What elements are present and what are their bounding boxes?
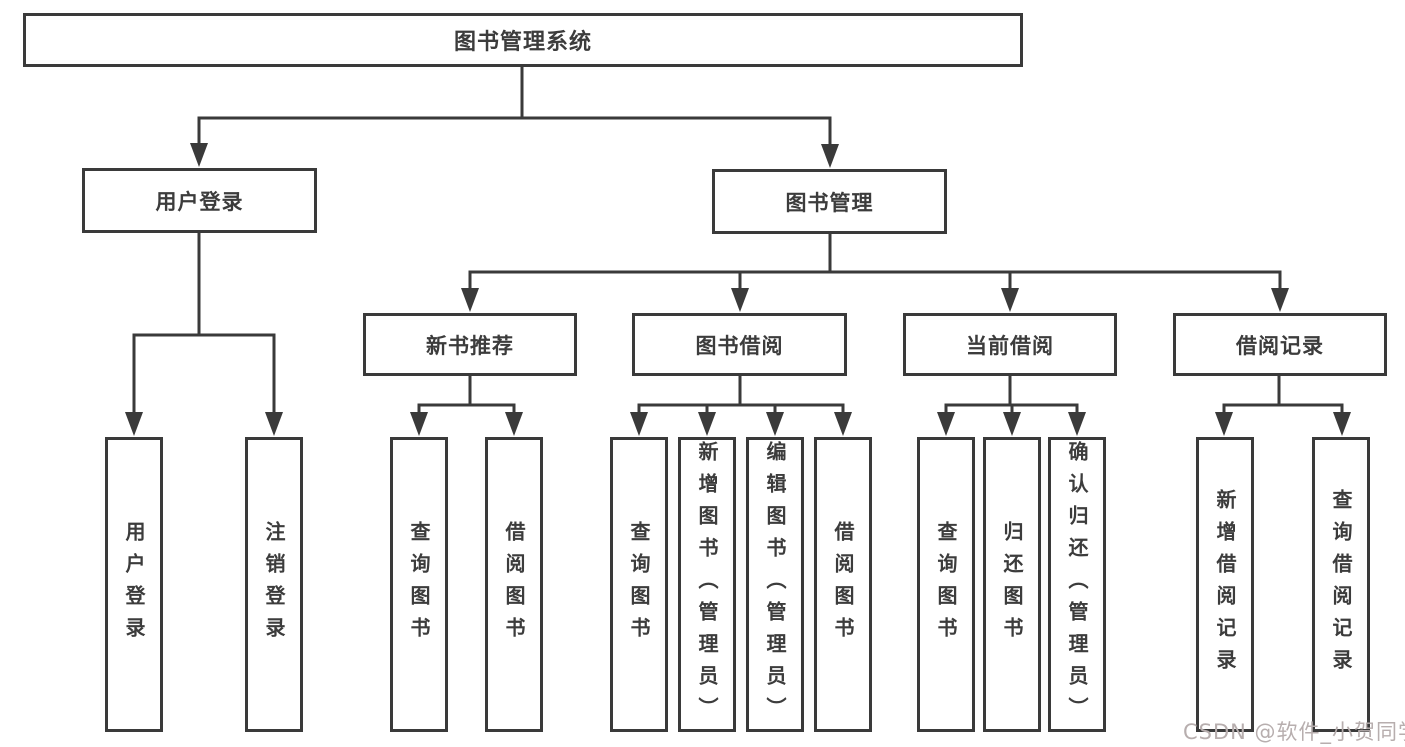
node-book-management: 图书管理 <box>712 169 947 234</box>
leaf-borrow-book: 借阅图书 <box>814 437 872 732</box>
node-user-login: 用户登录 <box>82 168 317 233</box>
node-borrow-record: 借阅记录 <box>1173 313 1387 376</box>
leaf-query-book-borrow: 查询图书 <box>610 437 668 732</box>
leaf-add-book-admin: 新增图书（管理员） <box>678 437 736 732</box>
leaf-query-book-recommend: 查询图书 <box>390 437 448 732</box>
leaf-query-borrow-record: 查询借阅记录 <box>1312 437 1370 732</box>
node-library-management-system: 图书管理系统 <box>23 13 1023 67</box>
watermark: CSDN @软件_小贺同学 <box>1183 720 1405 744</box>
leaf-query-book-current: 查询图书 <box>917 437 975 732</box>
leaf-user-login: 用户登录 <box>105 437 163 732</box>
leaf-logout: 注销登录 <box>245 437 303 732</box>
leaf-borrow-book-recommend: 借阅图书 <box>485 437 543 732</box>
leaf-edit-book-admin: 编辑图书（管理员） <box>746 437 804 732</box>
leaf-return-book: 归还图书 <box>983 437 1041 732</box>
node-new-book-recommend: 新书推荐 <box>363 313 577 376</box>
arrowhead-icons <box>125 143 1351 436</box>
node-current-borrow: 当前借阅 <box>903 313 1117 376</box>
leaf-add-borrow-record: 新增借阅记录 <box>1196 437 1254 732</box>
node-book-borrow: 图书借阅 <box>632 313 847 376</box>
leaf-confirm-return-admin: 确认归还（管理员） <box>1048 437 1106 732</box>
